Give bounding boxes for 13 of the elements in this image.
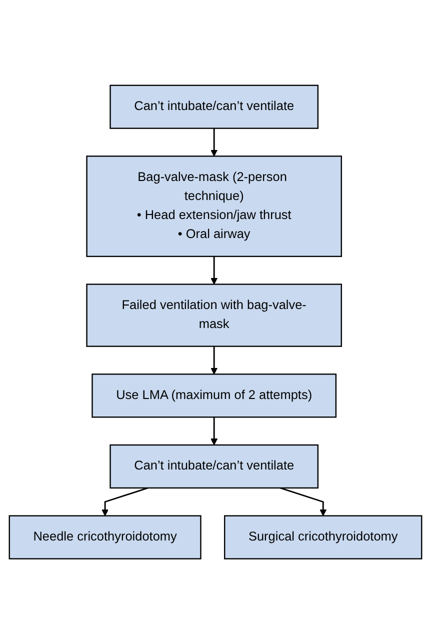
arrow — [280, 487, 327, 516]
node-box: Bag-valve-mask (2-person technique) • Head extension/jaw thrust • Oral airway — [86, 156, 342, 257]
node-box: Can’t intubate/can’t ventilate — [110, 444, 319, 488]
arrow — [102, 487, 148, 516]
arrow — [210, 417, 218, 446]
node-box: Needle cricothyroidotomy — [8, 515, 202, 560]
node-box: Failed ventilation with bag-valve-mask — [86, 284, 342, 347]
node-box: Surgical cricothyroidotomy — [224, 515, 422, 560]
node-box: Can’t intubate/can’t ventilate — [110, 84, 319, 129]
node-box: Use LMA (maximum of 2 attempts) — [92, 374, 337, 418]
arrow — [210, 346, 218, 374]
arrow — [210, 256, 218, 285]
arrow — [210, 128, 218, 156]
